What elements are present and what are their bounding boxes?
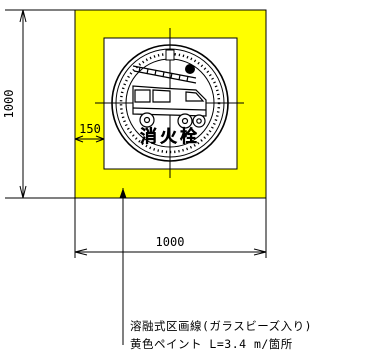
fire-engine-illustration — [132, 65, 207, 129]
margin-label: 150 — [79, 122, 101, 136]
height-label: 1000 — [2, 90, 16, 119]
hydrant-manhole-cover: 消火栓 — [95, 28, 244, 178]
note-line-1: 溶融式区画線(ガラスビーズ入り) — [130, 319, 313, 333]
note-leader — [119, 188, 127, 345]
hydrant-label: 消火栓 — [140, 126, 200, 147]
width-label: 1000 — [156, 235, 185, 249]
height-dimension: 1000 — [2, 9, 75, 199]
width-dimension: 1000 — [74, 198, 267, 258]
margin-dimension: 150 — [74, 122, 105, 143]
note-line-2: 黄色ペイント L=3.4 m/箇所 — [130, 337, 293, 351]
